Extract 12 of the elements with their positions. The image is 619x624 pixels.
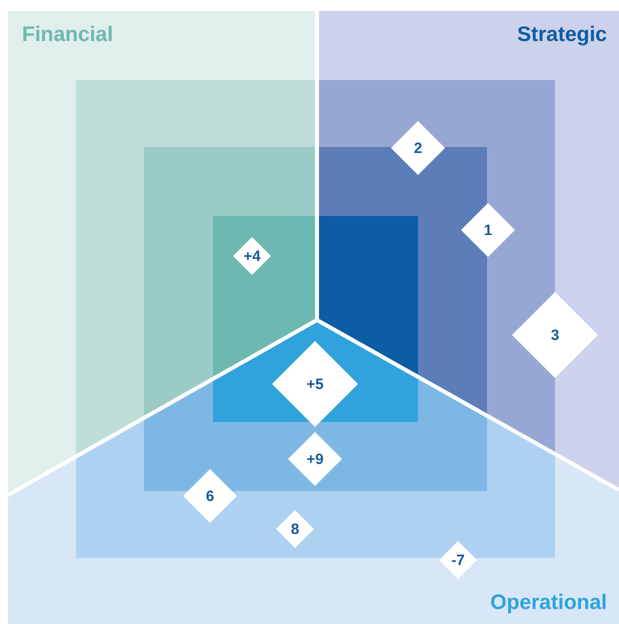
score-diamond: 1 <box>461 203 515 257</box>
score-diamond: +5 <box>272 341 358 427</box>
score-diamond: +4 <box>233 237 271 275</box>
score-diamond: 2 <box>391 121 445 175</box>
sector-title: Financial <box>22 24 114 45</box>
score-diamond: -7 <box>439 541 477 579</box>
score-diamond: +9 <box>288 432 342 486</box>
score-diamond: 3 <box>512 292 598 378</box>
sector-title: Strategic <box>517 24 607 45</box>
score-diamond: 8 <box>276 510 314 548</box>
sector-title: Operational <box>490 592 607 613</box>
score-diamond: 6 <box>183 469 237 523</box>
